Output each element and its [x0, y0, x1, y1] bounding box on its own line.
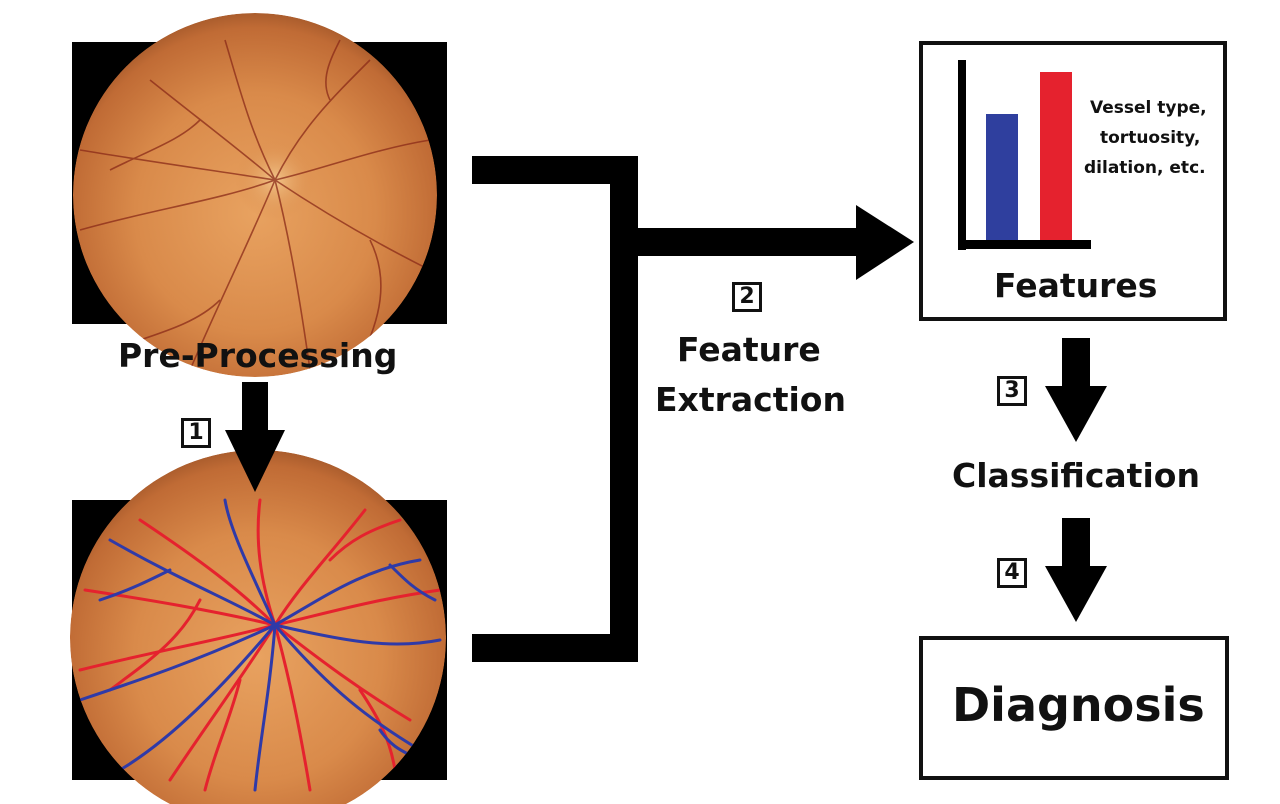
arrow-step-1	[225, 382, 285, 492]
chart-y-axis	[958, 60, 966, 250]
step-1-badge: 1	[181, 418, 211, 448]
arrow-step-4	[1045, 518, 1107, 622]
artery-overlay	[78, 498, 442, 792]
feature-bar-1	[986, 114, 1018, 240]
label-features: Features	[994, 266, 1158, 305]
vein-overlay	[78, 498, 442, 792]
chart-annotation-vessel-type: Vessel type,	[1090, 98, 1207, 118]
features-chart	[958, 60, 1091, 250]
label-diagnosis: Diagnosis	[952, 678, 1205, 732]
label-feature: Feature	[677, 330, 821, 369]
arrow-step-2	[638, 205, 914, 280]
chart-annotation-dilation: dilation, etc.	[1084, 158, 1206, 178]
label-classification: Classification	[952, 456, 1200, 495]
chart-x-axis	[958, 240, 1091, 249]
step-4-badge: 4	[997, 558, 1027, 588]
step-3-badge: 3	[997, 376, 1027, 406]
label-extraction: Extraction	[655, 380, 846, 419]
arrow-step-3	[1045, 338, 1107, 442]
fundus-image-original	[72, 13, 447, 377]
chart-annotation-tortuosity: tortuosity,	[1100, 128, 1201, 148]
label-pre-processing: Pre-Processing	[118, 336, 398, 375]
step-2-badge: 2	[732, 282, 762, 312]
feature-bar-2	[1040, 72, 1072, 240]
features-box	[919, 41, 1227, 321]
fundus-image-segmented	[70, 450, 447, 804]
bracket-connector	[472, 156, 638, 662]
diagnosis-box	[919, 636, 1229, 780]
